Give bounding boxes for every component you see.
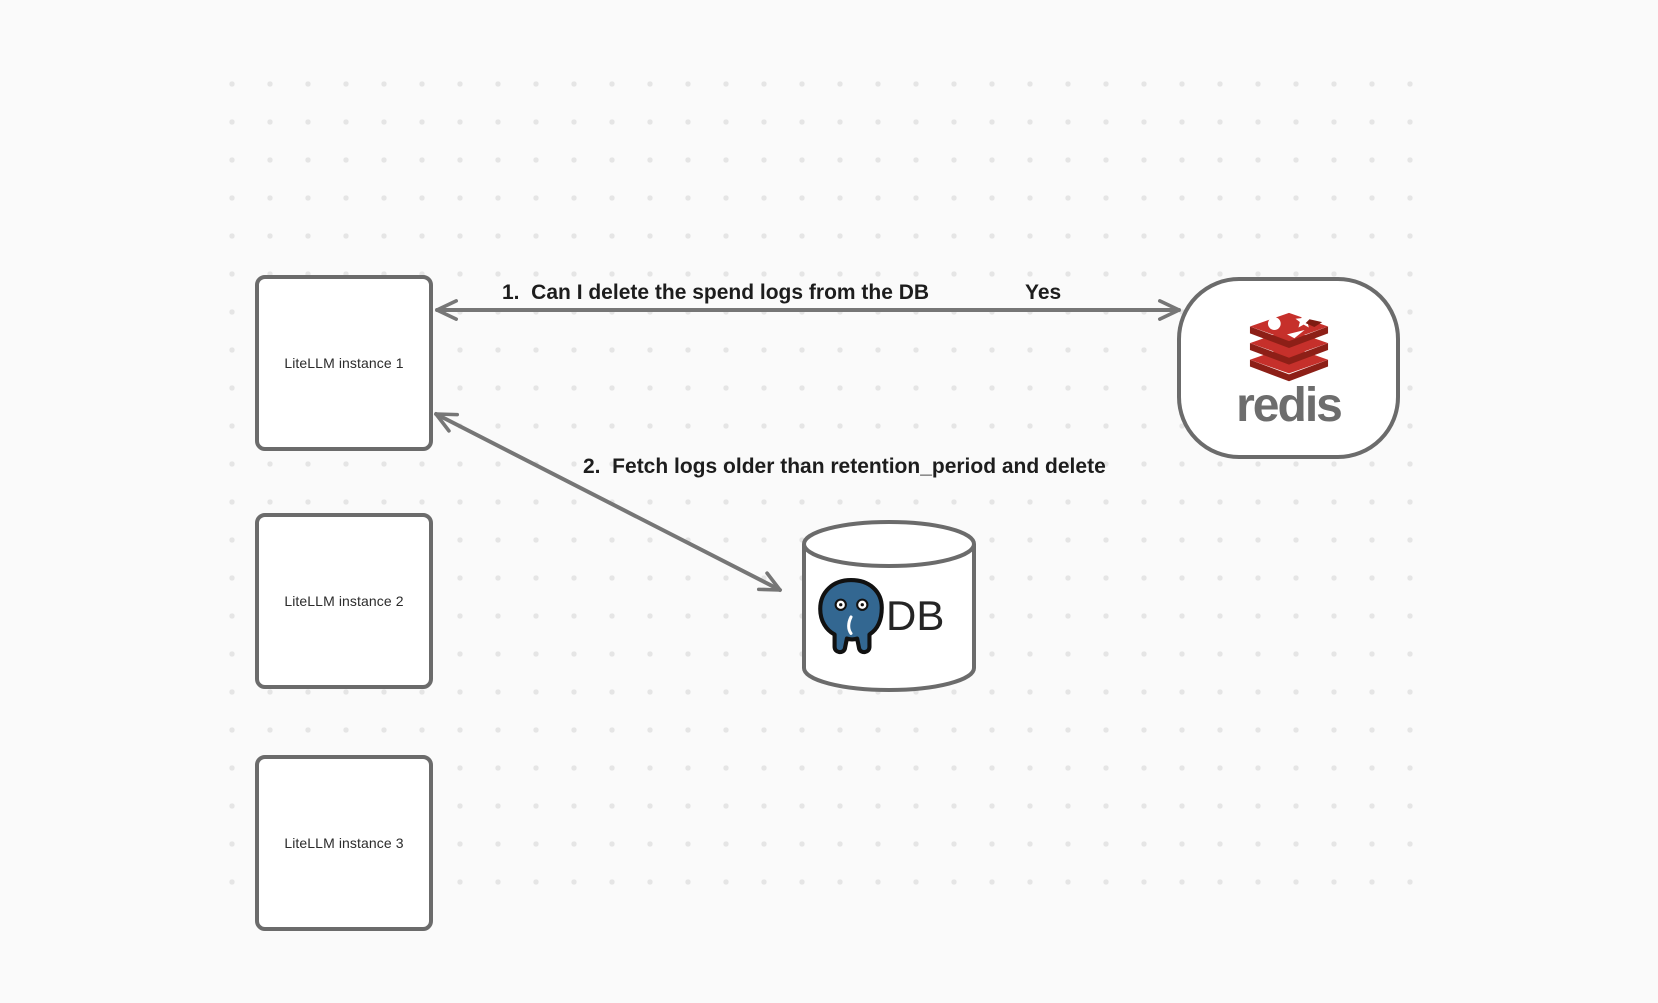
node-database[interactable]: DB [800,518,978,694]
arrow1-response-label: Yes [1025,281,1062,304]
node-redis[interactable]: redis [1177,277,1400,459]
node-litellm-instance-3[interactable]: LiteLLM instance 3 [255,755,433,931]
arrow-instance1-db[interactable] [434,412,782,592]
arrow1-label: 1. Can I delete the spend logs from the … [502,281,930,304]
database-label: DB [886,592,945,639]
postgresql-elephant-icon [818,578,884,655]
redis-logo-icon [1249,312,1328,381]
node-litellm-instance-2[interactable]: LiteLLM instance 2 [255,513,433,689]
node-label: LiteLLM instance 3 [284,835,404,851]
redis-wordmark: redis [1236,378,1343,432]
arrow2-label: 2. Fetch logs older than retention_perio… [583,455,1106,478]
node-litellm-instance-1[interactable]: LiteLLM instance 1 [255,275,433,451]
node-label: LiteLLM instance 2 [284,593,404,609]
node-label: LiteLLM instance 1 [284,355,404,371]
